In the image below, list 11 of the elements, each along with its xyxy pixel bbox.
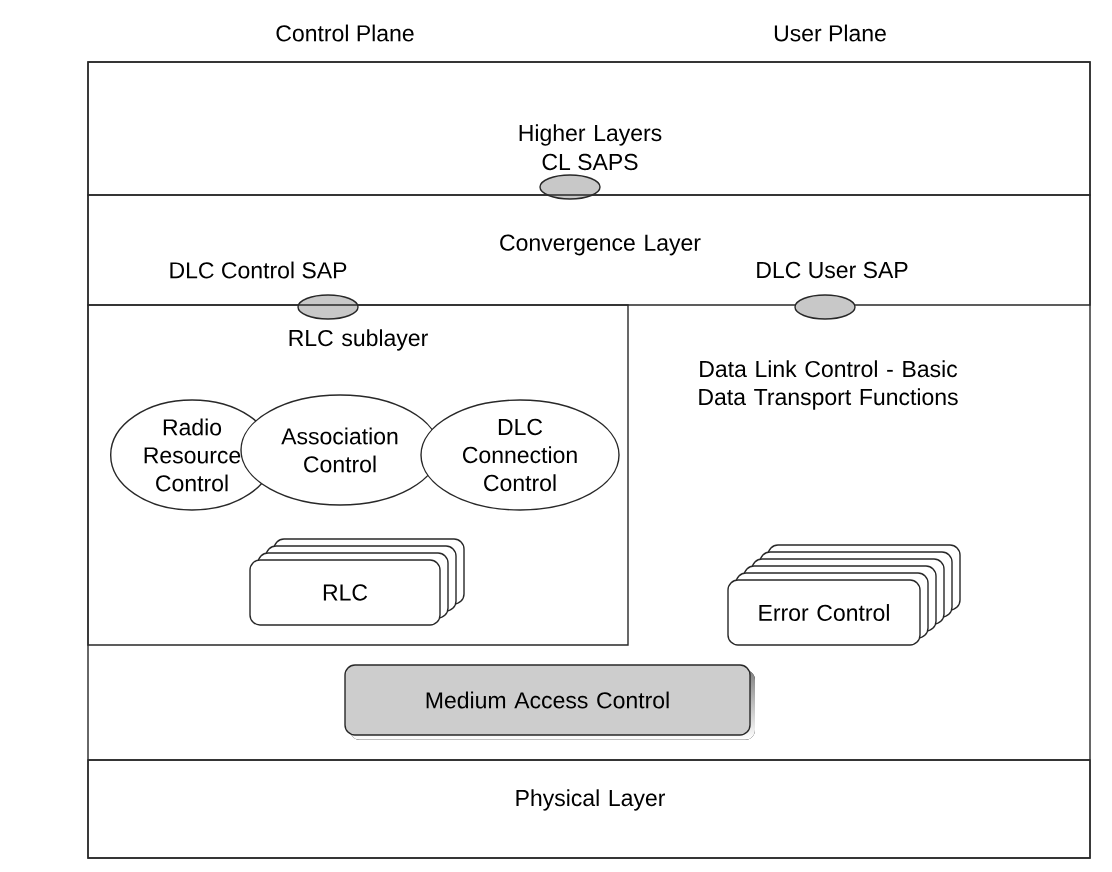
access-control-box: Medium Access Control xyxy=(344,664,755,740)
sap-ellipse xyxy=(297,294,359,320)
sap-ellipse xyxy=(794,294,856,320)
sap-label: DLC Control SAP xyxy=(170,261,347,279)
sap-label: CL SAPS xyxy=(542,153,638,171)
region-heading: Data Link Control - Basic Data Transport Functions xyxy=(699,360,958,410)
sap-label: DLC User SAP xyxy=(757,261,908,279)
stacked-boxes: Error Control xyxy=(727,544,961,646)
stacked-boxes: RLC xyxy=(249,538,465,626)
layer-band: Physical Layer xyxy=(87,759,1091,859)
sap-ellipse xyxy=(539,174,601,200)
